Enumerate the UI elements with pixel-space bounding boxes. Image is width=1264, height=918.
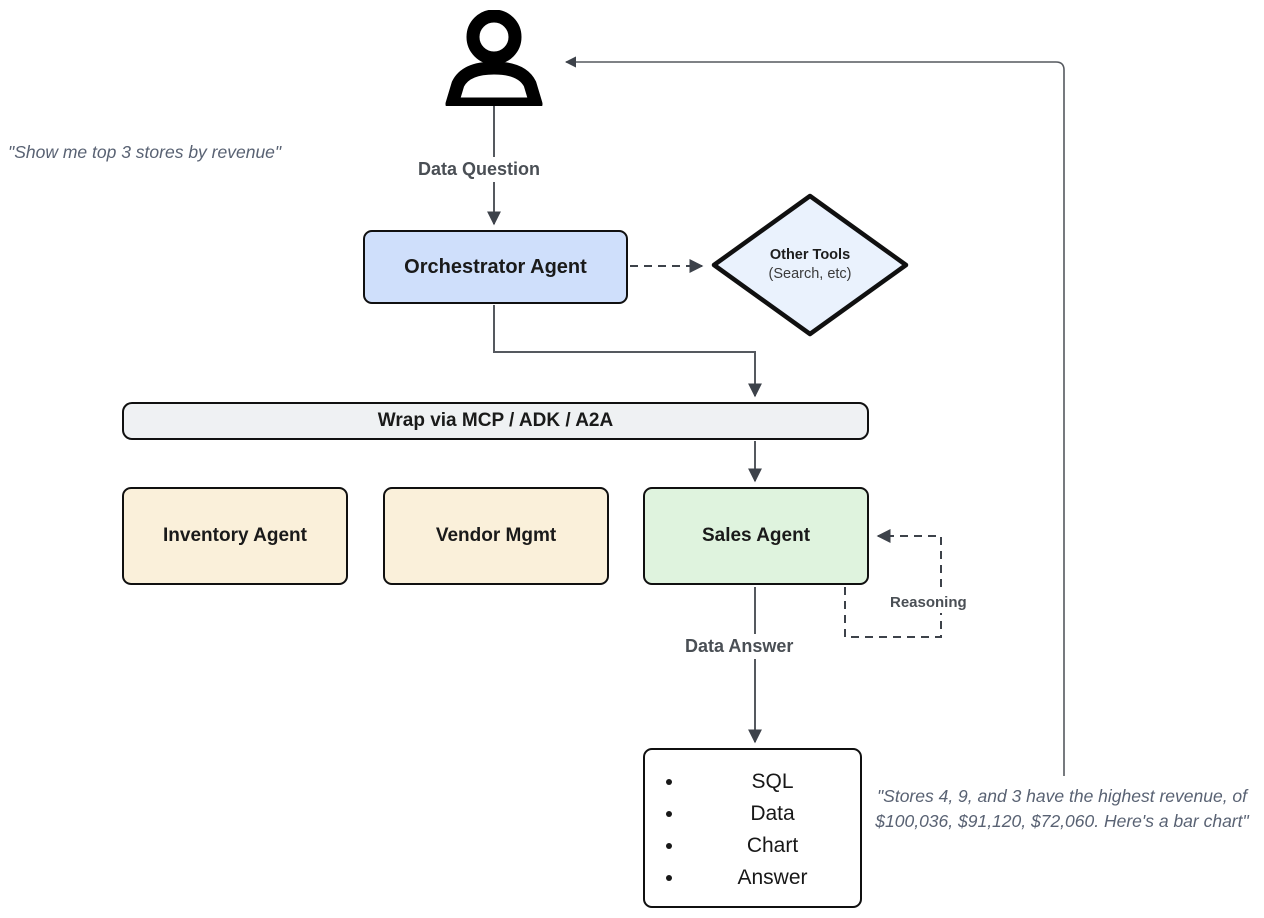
edge-label-reasoning: Reasoning <box>884 592 973 613</box>
node-output-artifacts[interactable]: SQL Data Chart Answer <box>643 748 862 908</box>
node-inventory-agent[interactable]: Inventory Agent <box>122 487 348 585</box>
list-item: Data <box>685 798 860 830</box>
edge-label-data-answer: Data Answer <box>679 634 800 659</box>
annotation-final-answer: "Stores 4, 9, and 3 have the highest rev… <box>875 786 1249 832</box>
list-item: SQL <box>685 766 860 798</box>
list-item: Answer <box>685 862 860 894</box>
node-other-tools[interactable]: Other Tools (Search, etc) <box>708 190 912 340</box>
annotation-user-question: "Show me top 3 stores by revenue" <box>8 142 282 162</box>
list-item: Chart <box>685 830 860 862</box>
node-mcp-wrapper-bar[interactable]: Wrap via MCP / ADK / A2A <box>122 402 869 440</box>
node-orchestrator-agent[interactable]: Orchestrator Agent <box>363 230 628 304</box>
other-tools-title: Other Tools <box>769 247 851 264</box>
person-icon <box>444 9 544 111</box>
other-tools-subtitle: (Search, etc) <box>768 266 852 282</box>
edge-label-data-question: Data Question <box>412 157 547 182</box>
node-sales-agent[interactable]: Sales Agent <box>643 487 869 585</box>
node-vendor-mgmt-agent[interactable]: Vendor Mgmt <box>383 487 609 585</box>
output-list: SQL Data Chart Answer <box>667 766 860 894</box>
